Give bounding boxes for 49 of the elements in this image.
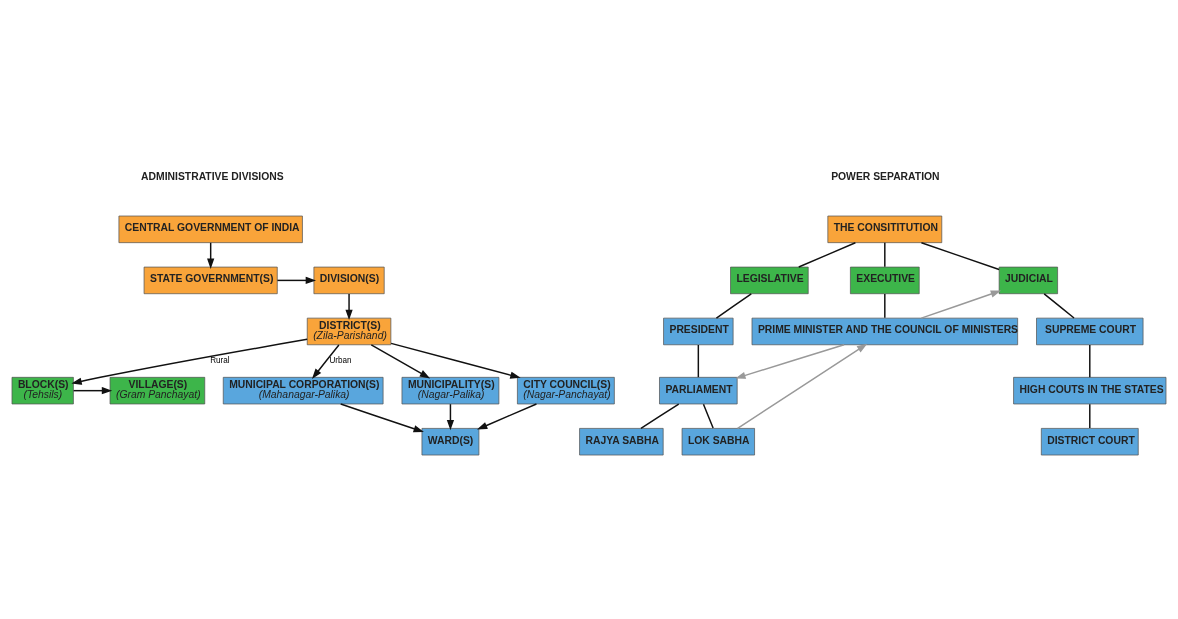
label: POWER SEPARATION	[831, 170, 940, 182]
connector	[702, 402, 714, 429]
node-box: DISTRICT(S) (Zila-Parishand)	[306, 317, 392, 345]
node-box: PRESIDENT	[663, 317, 734, 345]
arrow	[71, 338, 308, 385]
node-box: LOK SABHA	[681, 427, 755, 455]
connector	[1043, 292, 1075, 319]
arrow	[276, 276, 317, 284]
connector	[1089, 343, 1091, 378]
node-box: JUDICIAL	[998, 266, 1058, 294]
connector	[1089, 402, 1091, 429]
node-box: DIVISION(S)	[313, 266, 385, 294]
node-box: BLOCK(S) (Tehsils)	[11, 376, 74, 404]
connector	[884, 241, 886, 267]
edge-label: Urban	[329, 355, 352, 365]
arrow	[340, 402, 424, 432]
node-box: VILLAGE(S) (Gram Panchayat)	[109, 376, 206, 404]
arrow	[735, 343, 845, 379]
connector	[920, 241, 1000, 270]
node-box: WARD(S)	[421, 427, 480, 455]
edge-label: Rural	[210, 355, 230, 365]
arrow	[390, 342, 521, 379]
connector	[697, 343, 700, 378]
arrow	[311, 343, 340, 379]
node-box: THE CONSITITUTION	[827, 215, 943, 243]
connector	[884, 292, 886, 319]
connector	[715, 292, 752, 319]
node-box: EXECUTIVE	[850, 266, 920, 294]
node-box: CITY COUNCIL(S) (Nagar-Panchayat)	[517, 376, 615, 404]
node-box: CENTRAL GOVERNMENT OF INDIA	[118, 215, 303, 243]
node-box: PRIME MINISTER AND THE COUNCIL OF MINISTERS	[751, 317, 1018, 345]
node-box: MUNICIPAL CORPORATION(S) (Mahanagar-Palika)	[222, 376, 384, 404]
arrow	[476, 402, 538, 430]
node-box: MUNICIPALITY(S) (Nagar-Palika)	[401, 376, 500, 404]
arrow	[920, 290, 1002, 319]
node-box: DISTRICT COURT	[1040, 427, 1139, 455]
node-box: STATE GOVERNMENT(S)	[143, 266, 278, 294]
node-box: HIGH COUTS IN THE STATES	[1013, 376, 1167, 404]
node-box: PARLIAMENT	[659, 376, 738, 404]
arrow	[736, 343, 868, 429]
connector	[640, 402, 680, 429]
arrow	[345, 292, 353, 320]
node-box: LEGISLATIVE	[730, 266, 809, 294]
label: ADMINISTRATIVE DIVISIONS	[141, 170, 284, 182]
node-box: SUPREME COURT	[1036, 317, 1144, 345]
node-box: RAJYA SABHA	[579, 427, 664, 455]
arrow	[370, 343, 431, 378]
arrow	[72, 386, 113, 394]
connector	[798, 241, 857, 268]
